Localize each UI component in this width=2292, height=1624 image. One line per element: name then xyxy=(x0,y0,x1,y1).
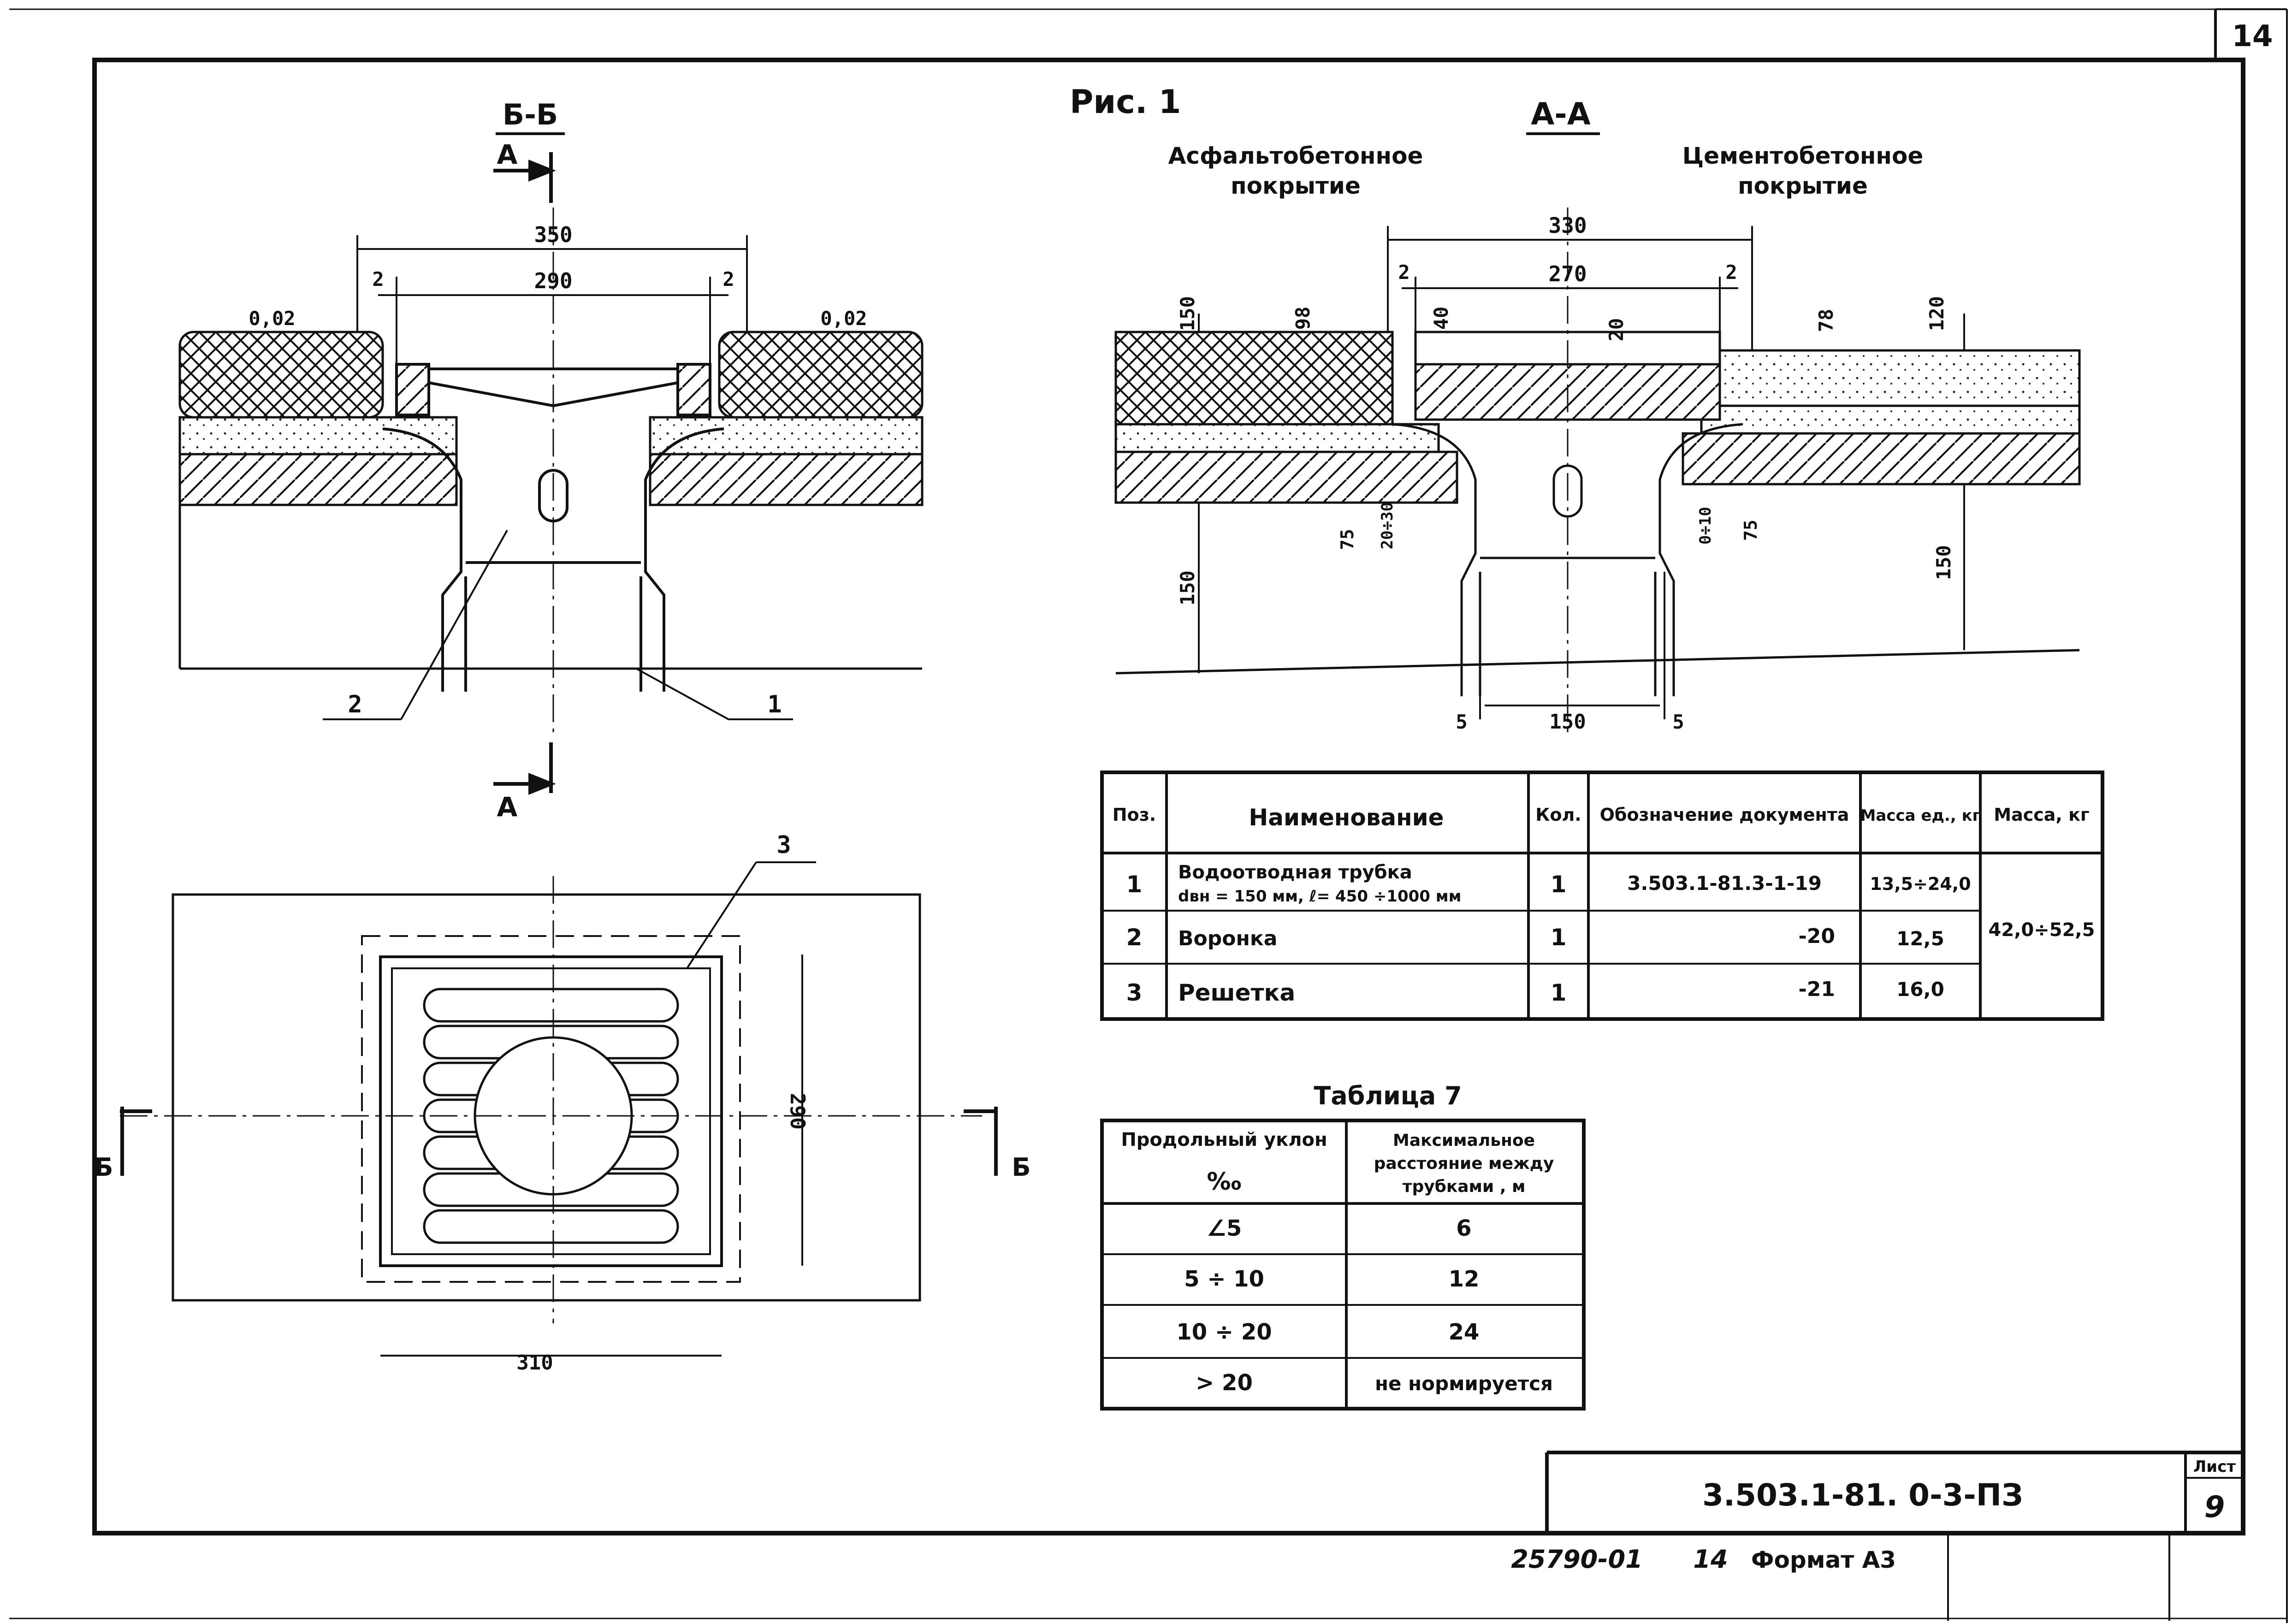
cut-marker-bottom-label: А xyxy=(497,791,518,823)
section-bb-title: Б-Б xyxy=(503,98,558,131)
title-block xyxy=(1545,1451,2243,1621)
grate-slots xyxy=(423,988,679,1244)
dim-98: 98 xyxy=(1291,307,1314,330)
spec-header-pos: Поз. xyxy=(1113,805,1156,825)
sheet-frame xyxy=(9,8,2288,1623)
dim-gap-left: 2 xyxy=(372,268,384,290)
table7-header-col1-1: Продольный уклон xyxy=(1121,1129,1327,1150)
table7-row4-dist: не нормируется xyxy=(1375,1372,1553,1395)
cement-label-1: Цементобетонное xyxy=(1682,142,1923,169)
spec-row2-mass: 12,5 xyxy=(1896,927,1944,950)
plan-view xyxy=(120,861,998,1357)
sheet-number: 9 xyxy=(2204,1490,2225,1524)
spec-row1-name-2: dвн = 150 мм, ℓ= 450 ÷1000 мм xyxy=(1178,887,1461,906)
spec-row3-qty: 1 xyxy=(1551,979,1567,1006)
spec-row2-doc: -20 xyxy=(1799,925,1836,948)
table7-row3-dist: 24 xyxy=(1449,1319,1480,1345)
table7 xyxy=(1100,1119,1586,1411)
callout-3: 3 xyxy=(776,831,791,859)
asphalt-label-2: покрытие xyxy=(1231,172,1361,199)
table7-row3-slope: 10 ÷ 20 xyxy=(1176,1319,1272,1345)
dim-75-left: 75 xyxy=(1337,529,1357,550)
figure-label: Рис. 1 xyxy=(1070,83,1181,121)
spec-header-name: Наименование xyxy=(1249,804,1444,831)
spec-total-mass: 42,0÷52,5 xyxy=(1989,919,2095,941)
table7-row1-slope: ∠5 xyxy=(1207,1215,1242,1241)
table7-row2-slope: 5 ÷ 10 xyxy=(1184,1266,1264,1292)
table7-header-col1-2: ‰ xyxy=(1207,1168,1242,1196)
spec-header-qty: Кол. xyxy=(1535,805,1581,825)
plan-dim-310: 310 xyxy=(516,1351,553,1375)
section-aa: А-А Асфальтобетонное покрытие Цементобет… xyxy=(1114,96,2081,738)
table7-header-col2-1: Максимальное xyxy=(1393,1131,1535,1150)
table7-row1-dist: 6 xyxy=(1456,1215,1471,1241)
dim-wall-left: 5 xyxy=(1456,711,1467,733)
cut-marker-top-label: А xyxy=(497,139,518,170)
dim-150-bottom-left: 150 xyxy=(1176,570,1199,605)
table7-row2-dist: 12 xyxy=(1449,1266,1480,1292)
dim-75-right: 75 xyxy=(1741,520,1761,541)
plan-dim-290: 290 xyxy=(786,1093,809,1129)
dim-20: 20 xyxy=(1605,318,1628,342)
dim-40: 40 xyxy=(1430,307,1452,330)
pavement-layers-bb xyxy=(178,331,924,670)
stamp-code: 3.503.1-81. 0-3-ПЗ xyxy=(1702,1477,2023,1513)
dim-150-right: 150 xyxy=(1932,545,1955,580)
callout-leaders-bb xyxy=(323,530,793,720)
dim-120: 120 xyxy=(1925,296,1948,331)
plan-cut-left: Б xyxy=(94,1153,113,1182)
inventory-number: 25790-01 xyxy=(1511,1545,1642,1574)
spec-header-mass-unit: Масса ед., кг xyxy=(1860,806,1981,825)
table7-header-col2-3: трубками , м xyxy=(1403,1177,1526,1196)
spec-header-doc: Обозначение документа xyxy=(1600,805,1849,825)
dim-20-30: 20÷30 xyxy=(1378,502,1397,549)
pavement-layers-aa xyxy=(1114,331,2081,675)
funnel-bb xyxy=(382,363,724,692)
spec-row3-doc: -21 xyxy=(1799,978,1836,1001)
section-bb: Б-Б А А 350 290 2 2 0,02 0,02 xyxy=(178,98,924,823)
spec-row1-qty: 1 xyxy=(1551,871,1567,898)
section-aa-title: А-А xyxy=(1531,96,1591,132)
spec-row1-name-1: Водоотводная трубка xyxy=(1178,862,1412,883)
sheet-label: Лист xyxy=(2193,1458,2236,1476)
spec-row3-name: Решетка xyxy=(1178,979,1295,1006)
plan-cut-right: Б xyxy=(1012,1153,1031,1182)
table7-header-col2-2: расстояние между xyxy=(1374,1154,1554,1173)
spec-row2-pos: 2 xyxy=(1126,924,1143,951)
spec-row2-qty: 1 xyxy=(1551,924,1567,951)
table7-title: Таблица 7 xyxy=(1314,1081,1462,1110)
spec-row1-mass: 13,5÷24,0 xyxy=(1870,874,1971,894)
spec-row1-doc: 3.503.1-81.3-1-19 xyxy=(1627,872,1822,895)
callout-1: 1 xyxy=(767,691,782,718)
dim-150-top-left: 150 xyxy=(1176,296,1199,331)
paper-format: Формат А3 xyxy=(1751,1547,1896,1573)
table7-row4-slope: > 20 xyxy=(1196,1370,1253,1396)
cut-marker-top xyxy=(493,152,556,203)
dim-78: 78 xyxy=(1815,309,1837,332)
slope-left: 0,02 xyxy=(249,307,295,330)
spec-row2-name: Воронка xyxy=(1178,927,1277,950)
spec-row3-mass: 16,0 xyxy=(1896,978,1944,1001)
spec-table xyxy=(1100,771,2104,1021)
cut-marker-bottom xyxy=(493,742,556,795)
asphalt-label-1: Асфальтобетонное xyxy=(1168,142,1423,169)
dim-0-10: 0÷10 xyxy=(1696,507,1715,545)
spec-row1-pos: 1 xyxy=(1126,871,1143,898)
dim-wall-right: 5 xyxy=(1672,711,1684,733)
dim-gap-right-aa: 2 xyxy=(1725,261,1737,284)
plan-cut-markers xyxy=(120,1107,998,1176)
dim-gap-left-aa: 2 xyxy=(1398,261,1410,284)
cement-label-2: покрытие xyxy=(1738,172,1868,199)
callout-2: 2 xyxy=(348,691,362,718)
slope-right: 0,02 xyxy=(820,307,867,330)
spec-header-mass: Масса, кг xyxy=(1994,805,2089,825)
dim-gap-right: 2 xyxy=(723,268,734,290)
copy-number: 14 xyxy=(1693,1545,1728,1574)
spec-row3-pos: 3 xyxy=(1126,979,1143,1006)
corner-sheet-number: 14 xyxy=(2232,19,2273,53)
